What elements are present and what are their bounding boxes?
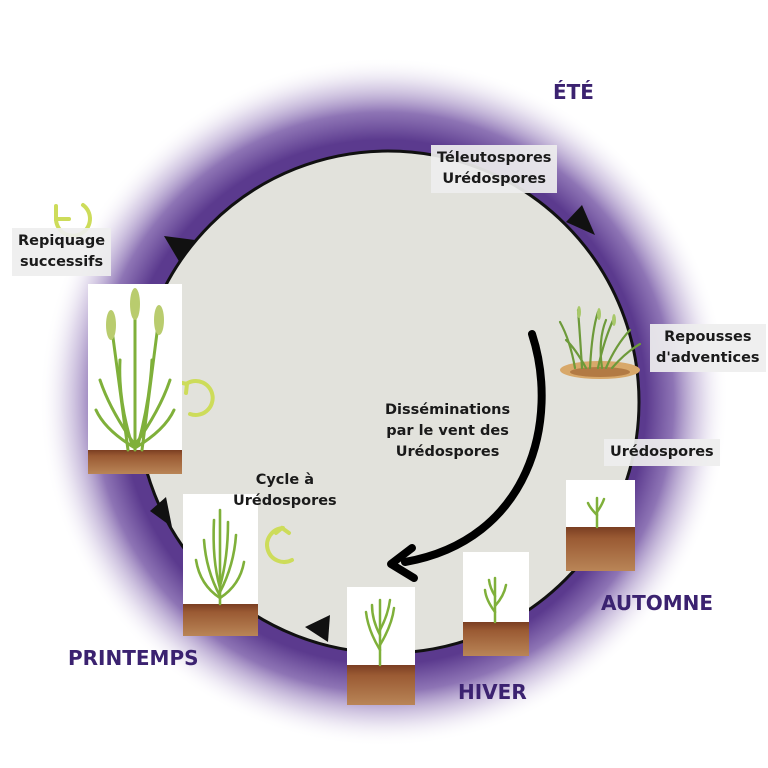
season-summer-label: ÉTÉ [553,80,594,104]
season-autumn-label: AUTOMNE [601,591,714,615]
wind-line-2: par le vent des [386,423,509,439]
arrowhead-icon [164,236,195,263]
transplanting-line-1: Repiquage [18,233,106,249]
plant-icon [194,508,246,606]
plant-icon [483,576,508,624]
spore-cycle-line-1: Cycle à [255,472,315,488]
spore-cycle-label: Cycle à Urédospores [233,470,337,512]
wind-dissemination-arrow [401,330,546,566]
volunteers-label: Repousses d'adventices [650,324,766,372]
arrowhead-icon [387,544,418,582]
plant-icon [364,598,396,667]
volunteers-line-1: Repousses [664,329,752,345]
plant-card-winter-tall [347,587,415,705]
spores-summer-label: Téleutospores Urédospores [431,145,558,193]
wind-line-3: Urédospores [395,444,500,460]
plant-card-mature [88,284,182,474]
cycle-arrows-icon [265,525,294,564]
plant-card-autumn [566,480,635,571]
plant-card-winter-small [463,552,529,656]
season-spring-label: PRINTEMPS [68,646,199,670]
wind-line-1: Disséminations [385,402,511,418]
successive-transplanting-label: Repiquage successifs [12,228,112,276]
arrowhead-icon [305,615,330,642]
spores-summer-line-2: Urédospores [442,171,547,187]
wind-dissemination-label: Disséminations par le vent des Urédospor… [385,400,510,463]
spore-cycle-line-2: Urédospores [233,493,337,509]
volunteers-line-2: d'adventices [656,350,760,366]
plant-card-spring [183,494,258,636]
transplanting-line-2: successifs [19,254,104,270]
spores-autumn-label: Urédospores [604,439,720,466]
spores-summer-line-1: Téleutospores [437,150,552,166]
plant-icon [94,308,176,452]
arrowhead-icon [566,205,595,235]
volunteer-grass-illustration [558,306,642,379]
season-winter-label: HIVER [458,680,527,704]
plant-icon [586,496,606,529]
arrowhead-icon [150,497,172,527]
